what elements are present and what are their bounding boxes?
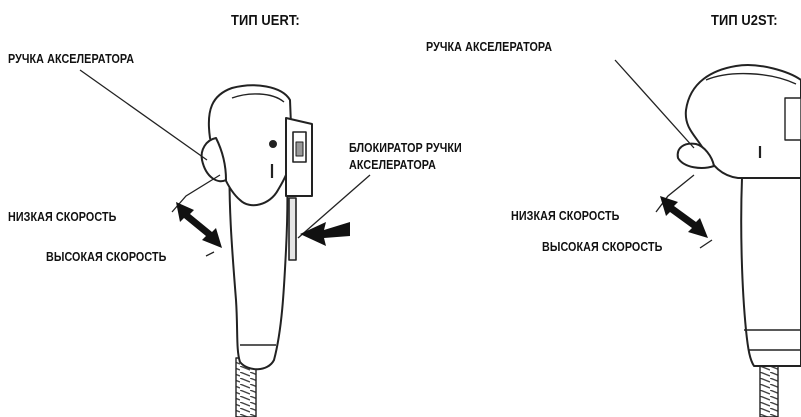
uert-lever-leader [80, 70, 207, 160]
uert-lock-push-arrow [300, 222, 350, 246]
u2st-low-leader [656, 175, 694, 212]
uert-head [209, 85, 292, 205]
u2st-speed-arrow [660, 196, 708, 238]
u2st-lever-leader [615, 60, 694, 148]
uert-handle [202, 85, 312, 417]
u2st-type-label: ТИП U2ST: [711, 12, 778, 29]
uert-high-speed-label: ВЫСОКАЯ СКОРОСТЬ [46, 250, 166, 264]
uert-lever-lock-label-line2: АКСЕЛЕРАТОРА [349, 158, 436, 172]
uert-throttle-lever-label: РУЧКА АКСЕЛЕРАТОРА [8, 52, 134, 66]
uert-lever-lock-label-line1: БЛОКИРАТОР РУЧКИ [349, 141, 462, 155]
u2st-high-leader [700, 240, 712, 248]
u2st-low-speed-label: НИЗКАЯ СКОРОСТЬ [511, 209, 619, 223]
uert-type-label: ТИП UERT: [231, 12, 300, 29]
uert-high-leader [206, 252, 214, 256]
u2st-handle [678, 65, 801, 417]
uert-speed-arrow [176, 202, 222, 248]
u2st-throttle-lever-label: РУЧКА АКСЕЛЕРАТОРА [426, 40, 552, 54]
u2st-high-speed-label: ВЫСОКАЯ СКОРОСТЬ [542, 240, 662, 254]
uert-low-speed-label: НИЗКАЯ СКОРОСТЬ [8, 210, 116, 224]
u2st-grip [741, 178, 801, 366]
uert-lock-bar [289, 198, 296, 260]
